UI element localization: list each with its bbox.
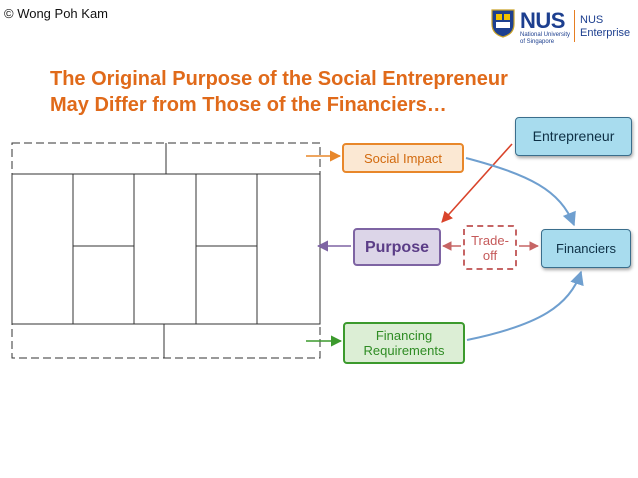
slide-title: The Original Purpose of the Social Entre… — [50, 66, 610, 118]
logo-divider — [574, 10, 575, 42]
logo-university-name: National University of Singapore — [520, 32, 571, 45]
logo-enterprise-line2: Enterprise — [580, 27, 631, 39]
social-impact-box: Social Impact — [342, 143, 464, 173]
logo-enterprise-text: NUS Enterprise — [580, 14, 630, 40]
court-grid — [11, 142, 321, 359]
logo-nus-text: NUS — [520, 8, 565, 33]
logo-enterprise-line1: NUS — [580, 14, 604, 26]
entrepreneur-box: Entrepreneur — [515, 117, 632, 156]
tradeoff-line2: off — [482, 247, 498, 263]
nus-enterprise-logo: NUS National University of Singapore NUS… — [490, 6, 630, 46]
tradeoff-box: Trade- off — [463, 225, 517, 270]
tradeoff-line1: Trade- — [471, 232, 509, 248]
court-outer-dashed — [11, 142, 321, 359]
connector-financing-to-financiers — [466, 270, 584, 341]
financing-line2: Requirements — [363, 343, 445, 358]
financing-line1: Financing — [375, 328, 433, 343]
financiers-box: Financiers — [541, 229, 631, 268]
slide-title-line2: May Differ from Those of the Financiers… — [50, 94, 447, 116]
purpose-box: Purpose — [353, 228, 441, 266]
copyright-notice: © Wong Poh Kam — [4, 6, 108, 21]
connector-social-to-financiers — [465, 157, 576, 227]
arrow-entrepreneur-to-purpose — [441, 143, 513, 223]
court-inner-box — [11, 173, 321, 325]
slide-title-line1: The Original Purpose of the Social Entre… — [50, 68, 508, 90]
financing-requirements-box: Financing Requirements — [343, 322, 465, 364]
nus-crest-icon — [491, 9, 515, 38]
